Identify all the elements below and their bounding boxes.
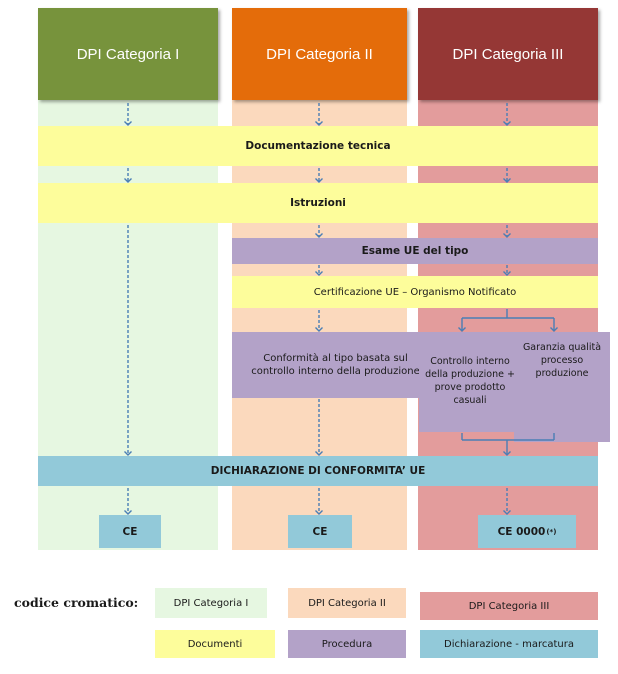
legend-cat3: DPI Categoria III [420, 592, 598, 620]
cat3-quality-label: Garanzia qualità processo produzione [522, 342, 602, 379]
cat2-conformity-label: Conformità al tipo basata sul controllo … [251, 352, 420, 378]
ce-mark-cat2-label: CE [312, 525, 328, 538]
ue-type-exam-label: Esame UE del tipo [361, 245, 469, 257]
cat3-internal-control-box: Controllo interno della produzione + pro… [419, 332, 521, 432]
certification-band: Certificazione UE – Organismo Notificato [232, 276, 598, 308]
header-cat1-label: DPI Categoria I [76, 45, 180, 63]
declaration-band: DICHIARAZIONE DI CONFORMITA’ UE [38, 456, 598, 486]
header-cat2: DPI Categoria II [232, 8, 407, 100]
cat3-internal-control-label: Controllo interno della produzione + pro… [425, 356, 515, 406]
legend-cat2-label: DPI Categoria II [308, 597, 386, 609]
legend-documents: Documenti [155, 630, 275, 658]
ce-mark-cat1: CE [99, 515, 161, 548]
ce-mark-cat3: CE 0000(*) [478, 515, 576, 548]
ce-mark-cat3-footnote: (*) [546, 527, 557, 536]
legend-declaration: Dichiarazione - marcatura [420, 630, 598, 658]
documentation-band: Documentazione tecnica [38, 126, 598, 166]
legend-cat2: DPI Categoria II [288, 588, 406, 618]
ce-mark-cat3-label: CE 0000 [497, 525, 546, 538]
cat3-quality-box: Garanzia qualità processo produzione [514, 332, 610, 442]
instructions-band: Istruzioni [38, 183, 598, 223]
documentation-label: Documentazione tecnica [245, 140, 391, 152]
legend-procedure-label: Procedura [321, 638, 373, 650]
ue-type-exam-band: Esame UE del tipo [232, 238, 598, 264]
legend-cat1-label: DPI Categoria I [173, 597, 249, 609]
ce-mark-cat1-label: CE [122, 525, 138, 538]
legend-declaration-label: Dichiarazione - marcatura [444, 638, 574, 650]
legend-documents-label: Documenti [187, 638, 243, 650]
instructions-label: Istruzioni [290, 197, 346, 209]
header-cat3: DPI Categoria III [418, 8, 598, 100]
ce-mark-cat2: CE [288, 515, 352, 548]
certification-label: Certificazione UE – Organismo Notificato [313, 286, 517, 298]
cat2-conformity-box: Conformità al tipo basata sul controllo … [232, 332, 439, 398]
header-cat3-label: DPI Categoria III [452, 45, 564, 63]
header-cat1: DPI Categoria I [38, 8, 218, 100]
legend-cat3-label: DPI Categoria III [468, 600, 550, 612]
legend-cat1: DPI Categoria I [155, 588, 267, 618]
legend-title: codice cromatico: [14, 595, 139, 610]
declaration-label: DICHIARAZIONE DI CONFORMITA’ UE [210, 465, 426, 477]
legend-procedure: Procedura [288, 630, 406, 658]
header-cat2-label: DPI Categoria II [266, 45, 373, 63]
